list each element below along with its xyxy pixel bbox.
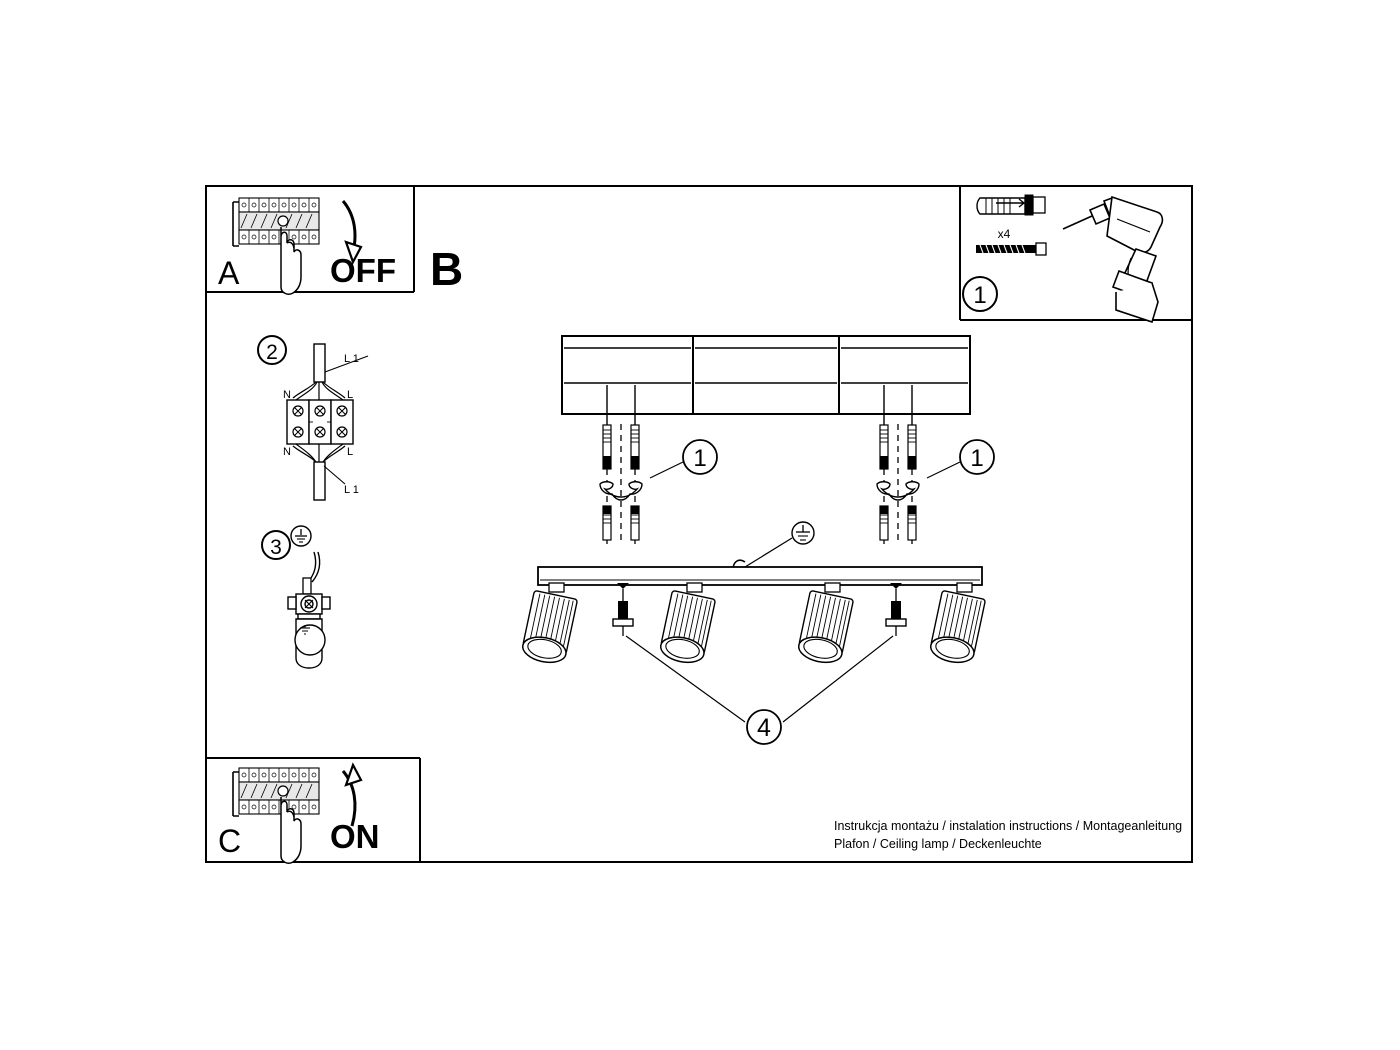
callout-left-badge [682, 439, 718, 475]
callout-right-number: 1 [970, 445, 983, 472]
caption-line-2: Plafon / Ceiling lamp / Deckenleuchte [834, 837, 1042, 851]
panel-c-letter: C [218, 823, 241, 859]
arrow-down-icon [341, 200, 363, 265]
screw-left-2 [630, 505, 640, 541]
mounting-bracket-right [876, 481, 920, 501]
wall-plug-left-1 [602, 424, 612, 470]
label-l-bottom: L [347, 446, 353, 458]
spotlight-4 [929, 582, 986, 664]
arrow-up-icon [341, 762, 363, 827]
leader-l1-top [324, 355, 369, 373]
leader-l1-bottom [323, 465, 346, 485]
wall-plug-right-1 [879, 424, 889, 470]
wall-plug-icon [976, 194, 1046, 216]
wall-plug-left-2 [630, 424, 640, 470]
hand-pointer-on-icon [280, 797, 302, 864]
earth-terminal-symbol [300, 625, 310, 635]
wall-plug-right-2 [907, 424, 917, 470]
label-l-top: L [347, 389, 353, 401]
callout-4-number: 4 [757, 714, 771, 742]
callout-4-group: 4 [625, 635, 894, 745]
ceiling-surface [561, 335, 971, 415]
cable-top [313, 343, 326, 383]
panel-a-action-label: OFF [330, 252, 396, 289]
parts-quantity-label: x4 [998, 227, 1011, 241]
power-drill-icon [1062, 195, 1164, 324]
circuit-breaker-panel-off [232, 197, 320, 247]
panel-parts: x4 [959, 186, 1192, 324]
earth-wire-sheath [302, 577, 312, 595]
panel-a: A OFF [206, 186, 415, 295]
earth-wire [311, 551, 321, 583]
parts-callout-number: 1 [973, 282, 986, 309]
label-n-top: N [283, 389, 291, 401]
spotlight-3-mount [824, 582, 841, 593]
mounting-bracket-left [599, 481, 643, 501]
cable-bottom [313, 461, 326, 501]
step-3-number: 3 [270, 536, 282, 559]
screw-left-1 [602, 505, 612, 541]
panel-b-letter: B [430, 243, 463, 295]
spotlight-1 [521, 582, 578, 664]
caption-line-1: Instrukcja montażu / instalation instruc… [834, 819, 1182, 833]
label-l1-top: L 1 [344, 353, 359, 365]
panel-c: C ON [206, 757, 421, 864]
hand-pointer-off-icon [280, 227, 302, 295]
earth-ground-icon [290, 525, 312, 547]
step-2-badge [257, 335, 287, 365]
step-2-number: 2 [266, 341, 278, 364]
lamp-bar [537, 559, 983, 586]
outer-frame [205, 185, 1193, 863]
callout-left-number: 1 [693, 445, 706, 472]
fixing-assembly-right: 1 [876, 385, 995, 548]
bar-fixing-screw-right [885, 583, 907, 636]
parts-callout-1: 1 [962, 276, 998, 312]
screw-right-2 [907, 505, 917, 541]
terminal-block-body [286, 399, 354, 445]
screw-right-1 [879, 505, 889, 541]
earth-symbol-callout [744, 521, 815, 568]
step-3-badge [261, 530, 291, 560]
spotlight-2 [659, 582, 716, 664]
circuit-breaker-panel-on [232, 767, 320, 817]
callout-4-badge [746, 709, 782, 745]
lamp-bar-body [537, 566, 983, 586]
spotlight-1-mount [548, 582, 565, 593]
spotlight-2-mount [686, 582, 703, 593]
step-3-earth-connection: 3 [261, 525, 331, 669]
leader-4-left [625, 635, 746, 723]
leader-left-callout [649, 461, 684, 479]
leader-earth-symbol [744, 537, 793, 568]
spotlight-3 [797, 582, 854, 664]
panel-a-letter: A [218, 255, 240, 291]
label-n-bottom: N [283, 446, 291, 458]
step-2-terminal-block: 2 N L L 1 [257, 335, 369, 501]
leader-4-right [782, 635, 894, 723]
fixing-assembly-left: 1 [599, 385, 718, 548]
panel-c-action-label: ON [330, 818, 380, 855]
label-l1-bottom: L 1 [344, 484, 359, 496]
spotlight-4-mount [956, 582, 973, 593]
bar-fixing-screw-left [612, 583, 634, 636]
leader-right-callout [926, 461, 961, 479]
screw-icon [976, 242, 1047, 256]
callout-right-badge [959, 439, 995, 475]
cable-top-wires [292, 381, 346, 401]
